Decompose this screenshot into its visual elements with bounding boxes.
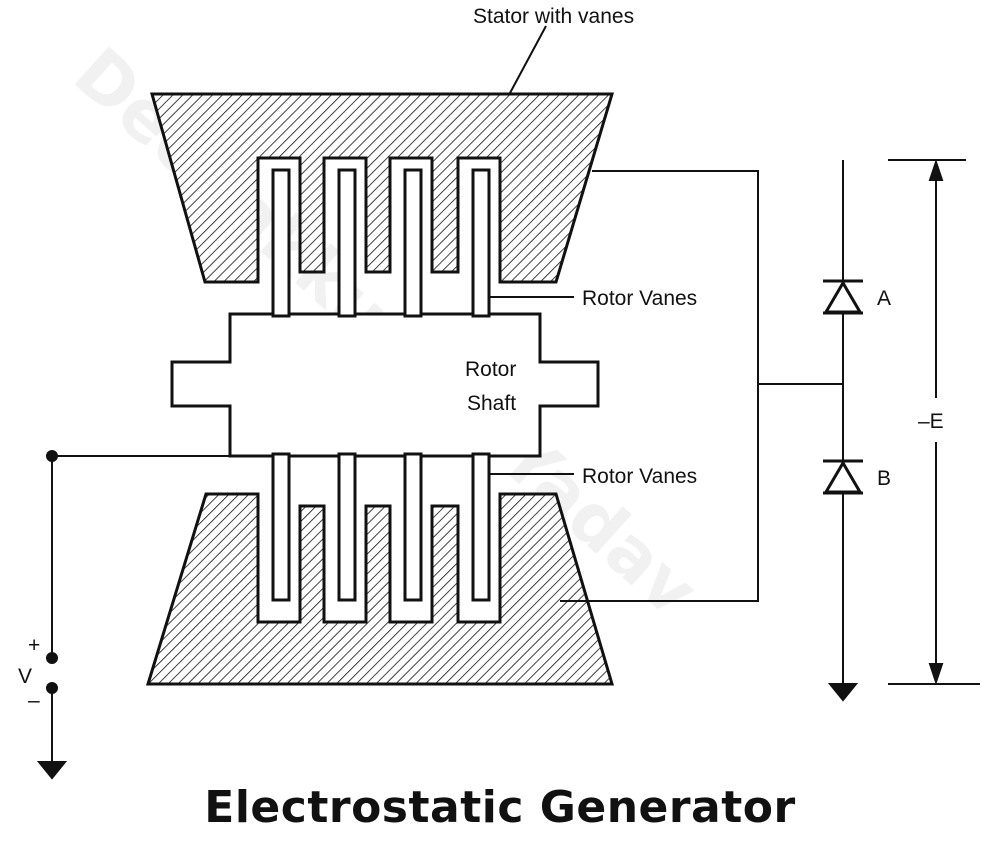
bottom-stator xyxy=(145,492,615,686)
rotor-vanes-top-label: Rotor Vanes xyxy=(582,287,697,310)
ground-arrow-right xyxy=(827,683,859,702)
shaft-label: Shaft xyxy=(467,392,516,415)
wiring xyxy=(560,160,844,684)
voltage-e-label: –E xyxy=(918,410,944,433)
diagram-caption: Electrostatic Generator xyxy=(204,782,796,833)
rotor-label: Rotor xyxy=(465,358,516,381)
diode-a-label: A xyxy=(877,287,891,310)
top-rotor-vanes xyxy=(271,168,491,318)
bottom-rotor-vanes xyxy=(271,452,491,602)
diode-b xyxy=(823,459,863,495)
top-stator xyxy=(150,92,615,284)
diode-a xyxy=(823,279,863,315)
plus-label: + xyxy=(28,634,40,657)
voltage-v-label: V xyxy=(18,665,32,688)
diode-b-label: B xyxy=(877,467,891,490)
input-circuit xyxy=(36,450,230,780)
stator-label: Stator with vanes xyxy=(473,5,634,28)
rotor-shaft xyxy=(170,312,600,458)
stator-leader-line xyxy=(509,25,547,94)
rotor-vanes-bottom-label: Rotor Vanes xyxy=(582,465,697,488)
minus-label: – xyxy=(28,689,40,712)
voltage-e-dimension xyxy=(888,158,980,686)
